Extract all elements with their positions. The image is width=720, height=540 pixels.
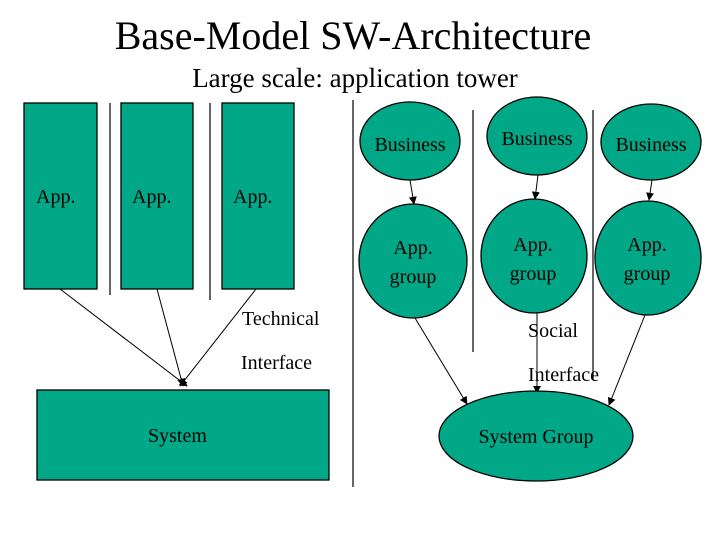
app-group-ellipse	[594, 200, 702, 316]
app-group-ellipse	[358, 203, 468, 319]
business-ellipse	[359, 101, 461, 181]
system-label: System	[148, 425, 207, 447]
group-to-system-connector	[607, 314, 646, 406]
business-to-group-connector	[408, 179, 417, 205]
social-interface-label: Interface	[528, 364, 599, 386]
business-label: Business	[501, 128, 572, 150]
social-interface-label: Social	[528, 320, 578, 342]
system-box	[36, 389, 330, 481]
system-group-label: System Group	[479, 426, 594, 448]
app-to-system-connector	[156, 288, 185, 387]
app-group-label: group	[510, 263, 557, 285]
page-subtitle: Large scale: application tower	[192, 63, 518, 93]
app-group-label: App.	[393, 237, 432, 259]
app-group-label: group	[624, 263, 671, 285]
system-group-ellipse	[438, 390, 634, 482]
business-ellipse	[600, 103, 702, 181]
technical-interface-label: Technical	[242, 308, 320, 330]
app-label: App.	[233, 186, 272, 208]
app-label: App.	[132, 186, 171, 208]
app-to-system-connector	[59, 288, 188, 387]
business-to-group-connector	[531, 174, 540, 200]
group-to-system-connector	[414, 317, 468, 405]
business-label: Business	[374, 134, 445, 156]
app-group-label: App.	[627, 234, 666, 256]
app-group-label: App.	[513, 234, 552, 256]
page-title: Base-Model SW-Architecture	[115, 13, 592, 58]
app-label: App.	[36, 186, 75, 208]
app-group-ellipse	[480, 198, 588, 314]
app-box	[23, 102, 98, 290]
app-group-label: group	[390, 266, 437, 288]
business-to-group-connector	[646, 179, 655, 201]
app-box	[120, 102, 194, 290]
app-box	[221, 102, 295, 290]
business-ellipse	[486, 96, 588, 176]
app-to-system-connector	[179, 288, 257, 387]
technical-interface-label: Interface	[241, 352, 312, 374]
business-label: Business	[615, 134, 686, 156]
